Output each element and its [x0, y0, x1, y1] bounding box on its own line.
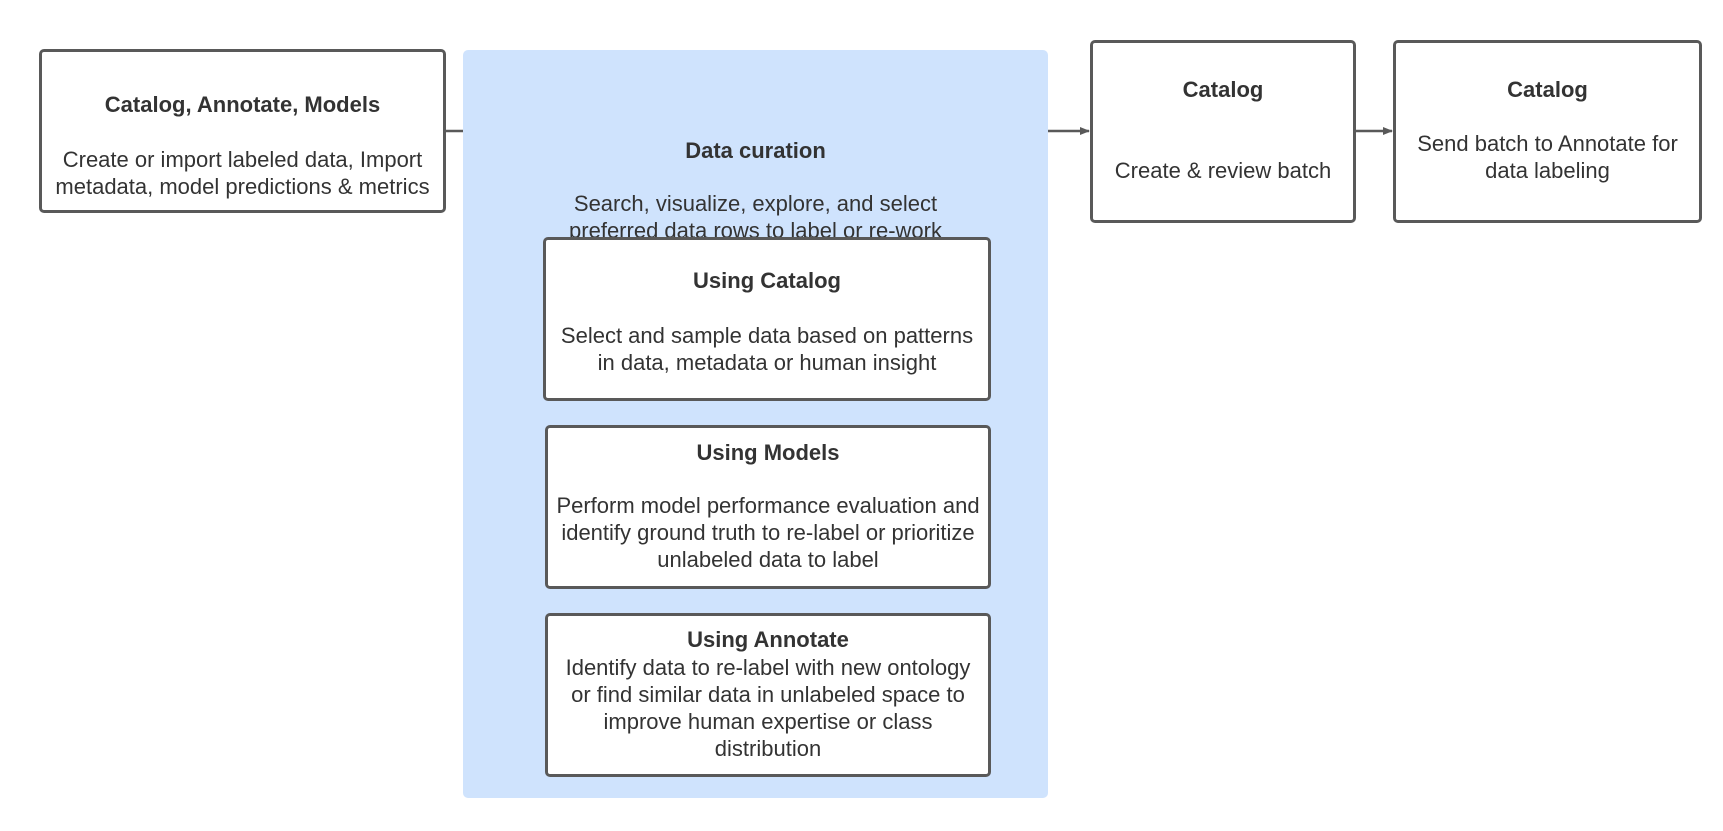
data-curation-desc-line: Search, visualize, explore, and select — [573, 191, 938, 216]
using-models-desc-line: identify ground truth to re-label or pri… — [561, 520, 975, 545]
using-models-title: Using Models — [696, 440, 840, 465]
using-annotate-desc-line: Identify data to re-label with new ontol… — [565, 655, 971, 680]
send-batch-desc-line: Send batch to Annotate for — [1417, 131, 1678, 156]
data-curation-title: Data curation — [685, 138, 826, 163]
source-box-title: Catalog, Annotate, Models — [104, 92, 381, 117]
data-curation-description: Search, visualize, explore, and select p… — [463, 190, 1048, 244]
using-models-desc-line: Perform model performance evaluation and — [556, 493, 980, 518]
using-catalog-title: Using Catalog — [693, 268, 841, 293]
send-batch-title: Catalog — [1507, 77, 1588, 102]
source-box-description: Create or import labeled data, Import me… — [55, 146, 429, 200]
using-catalog-card: Using Catalog Select and sample data bas… — [543, 237, 991, 401]
using-annotate-description: Identify data to re-label with new ontol… — [566, 654, 971, 762]
using-catalog-desc-line: in data, metadata or human insight — [597, 350, 937, 375]
create-batch-description: Create & review batch — [1115, 157, 1331, 184]
create-batch-box: Catalog Create & review batch — [1090, 40, 1356, 223]
using-annotate-desc-line: improve human expertise or class — [603, 709, 933, 734]
source-desc-line: Create or import labeled data, Import — [62, 147, 423, 172]
using-annotate-title: Using Annotate — [687, 627, 849, 652]
using-models-desc-line: unlabeled data to label — [657, 547, 879, 572]
source-box: Catalog, Annotate, Models Create or impo… — [39, 49, 446, 213]
create-batch-title: Catalog — [1182, 77, 1264, 102]
using-annotate-card: Using Annotate Identify data to re-label… — [545, 613, 991, 777]
send-batch-description: Send batch to Annotate for data labeling — [1417, 130, 1678, 184]
send-batch-box: Catalog Send batch to Annotate for data … — [1393, 40, 1702, 223]
using-catalog-description: Select and sample data based on patterns… — [561, 322, 973, 376]
source-desc-line: metadata, model predictions & metrics — [55, 174, 430, 199]
using-models-description: Perform model performance evaluation and… — [556, 492, 979, 573]
using-models-card: Using Models Perform model performance e… — [545, 425, 991, 589]
using-annotate-desc-line: distribution — [714, 736, 822, 761]
using-annotate-desc-line: or find similar data in unlabeled space … — [571, 682, 965, 707]
send-batch-desc-line: data labeling — [1485, 158, 1610, 183]
using-catalog-desc-line: Select and sample data based on patterns — [560, 323, 974, 348]
create-batch-desc-line: Create & review batch — [1114, 158, 1332, 183]
